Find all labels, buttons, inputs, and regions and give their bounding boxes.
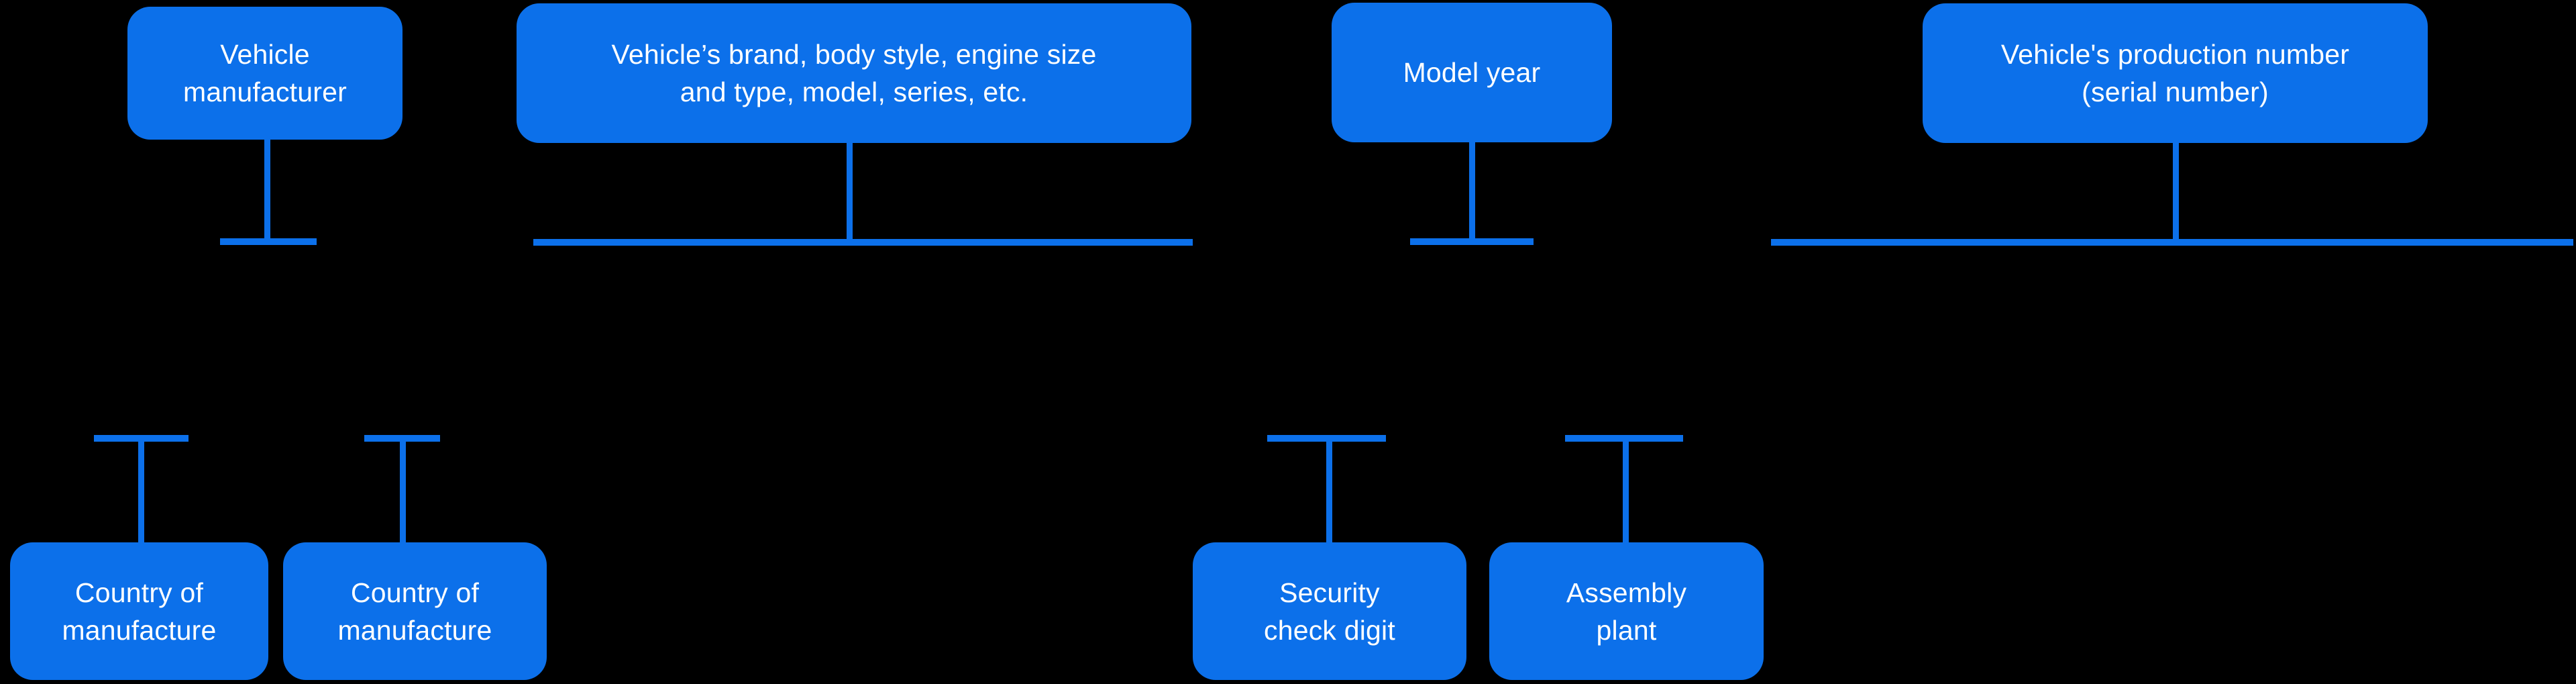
node-country-of-manufacture-2: Country of manufacture <box>283 542 547 680</box>
connector-range-bar <box>1410 238 1534 245</box>
connector-range-bar <box>364 435 440 442</box>
node-vehicle-manufacturer: Vehicle manufacturer <box>127 7 402 140</box>
connector-stem <box>400 440 406 544</box>
connector-stem <box>1469 141 1475 240</box>
connector-range-bar <box>1771 239 2573 246</box>
connector-stem <box>138 440 144 544</box>
node-production-number: Vehicle's production number (serial numb… <box>1923 3 2428 143</box>
connector-stem <box>1326 440 1332 544</box>
node-model-year: Model year <box>1332 3 1612 142</box>
node-security-check-digit: Security check digit <box>1193 542 1466 680</box>
connector-range-bar <box>1565 435 1683 442</box>
connector-stem <box>1623 440 1629 544</box>
connector-range-bar <box>1267 435 1386 442</box>
connector-range-bar <box>220 238 317 245</box>
connector-stem <box>264 138 270 240</box>
node-vehicle-descriptors: Vehicle’s brand, body style, engine size… <box>517 3 1191 143</box>
connector-stem <box>847 142 853 240</box>
node-assembly-plant: Assembly plant <box>1489 542 1764 680</box>
connector-range-bar <box>94 435 189 442</box>
connector-stem <box>2173 142 2179 240</box>
connector-range-bar <box>533 239 1193 246</box>
node-country-of-manufacture-1: Country of manufacture <box>10 542 268 680</box>
